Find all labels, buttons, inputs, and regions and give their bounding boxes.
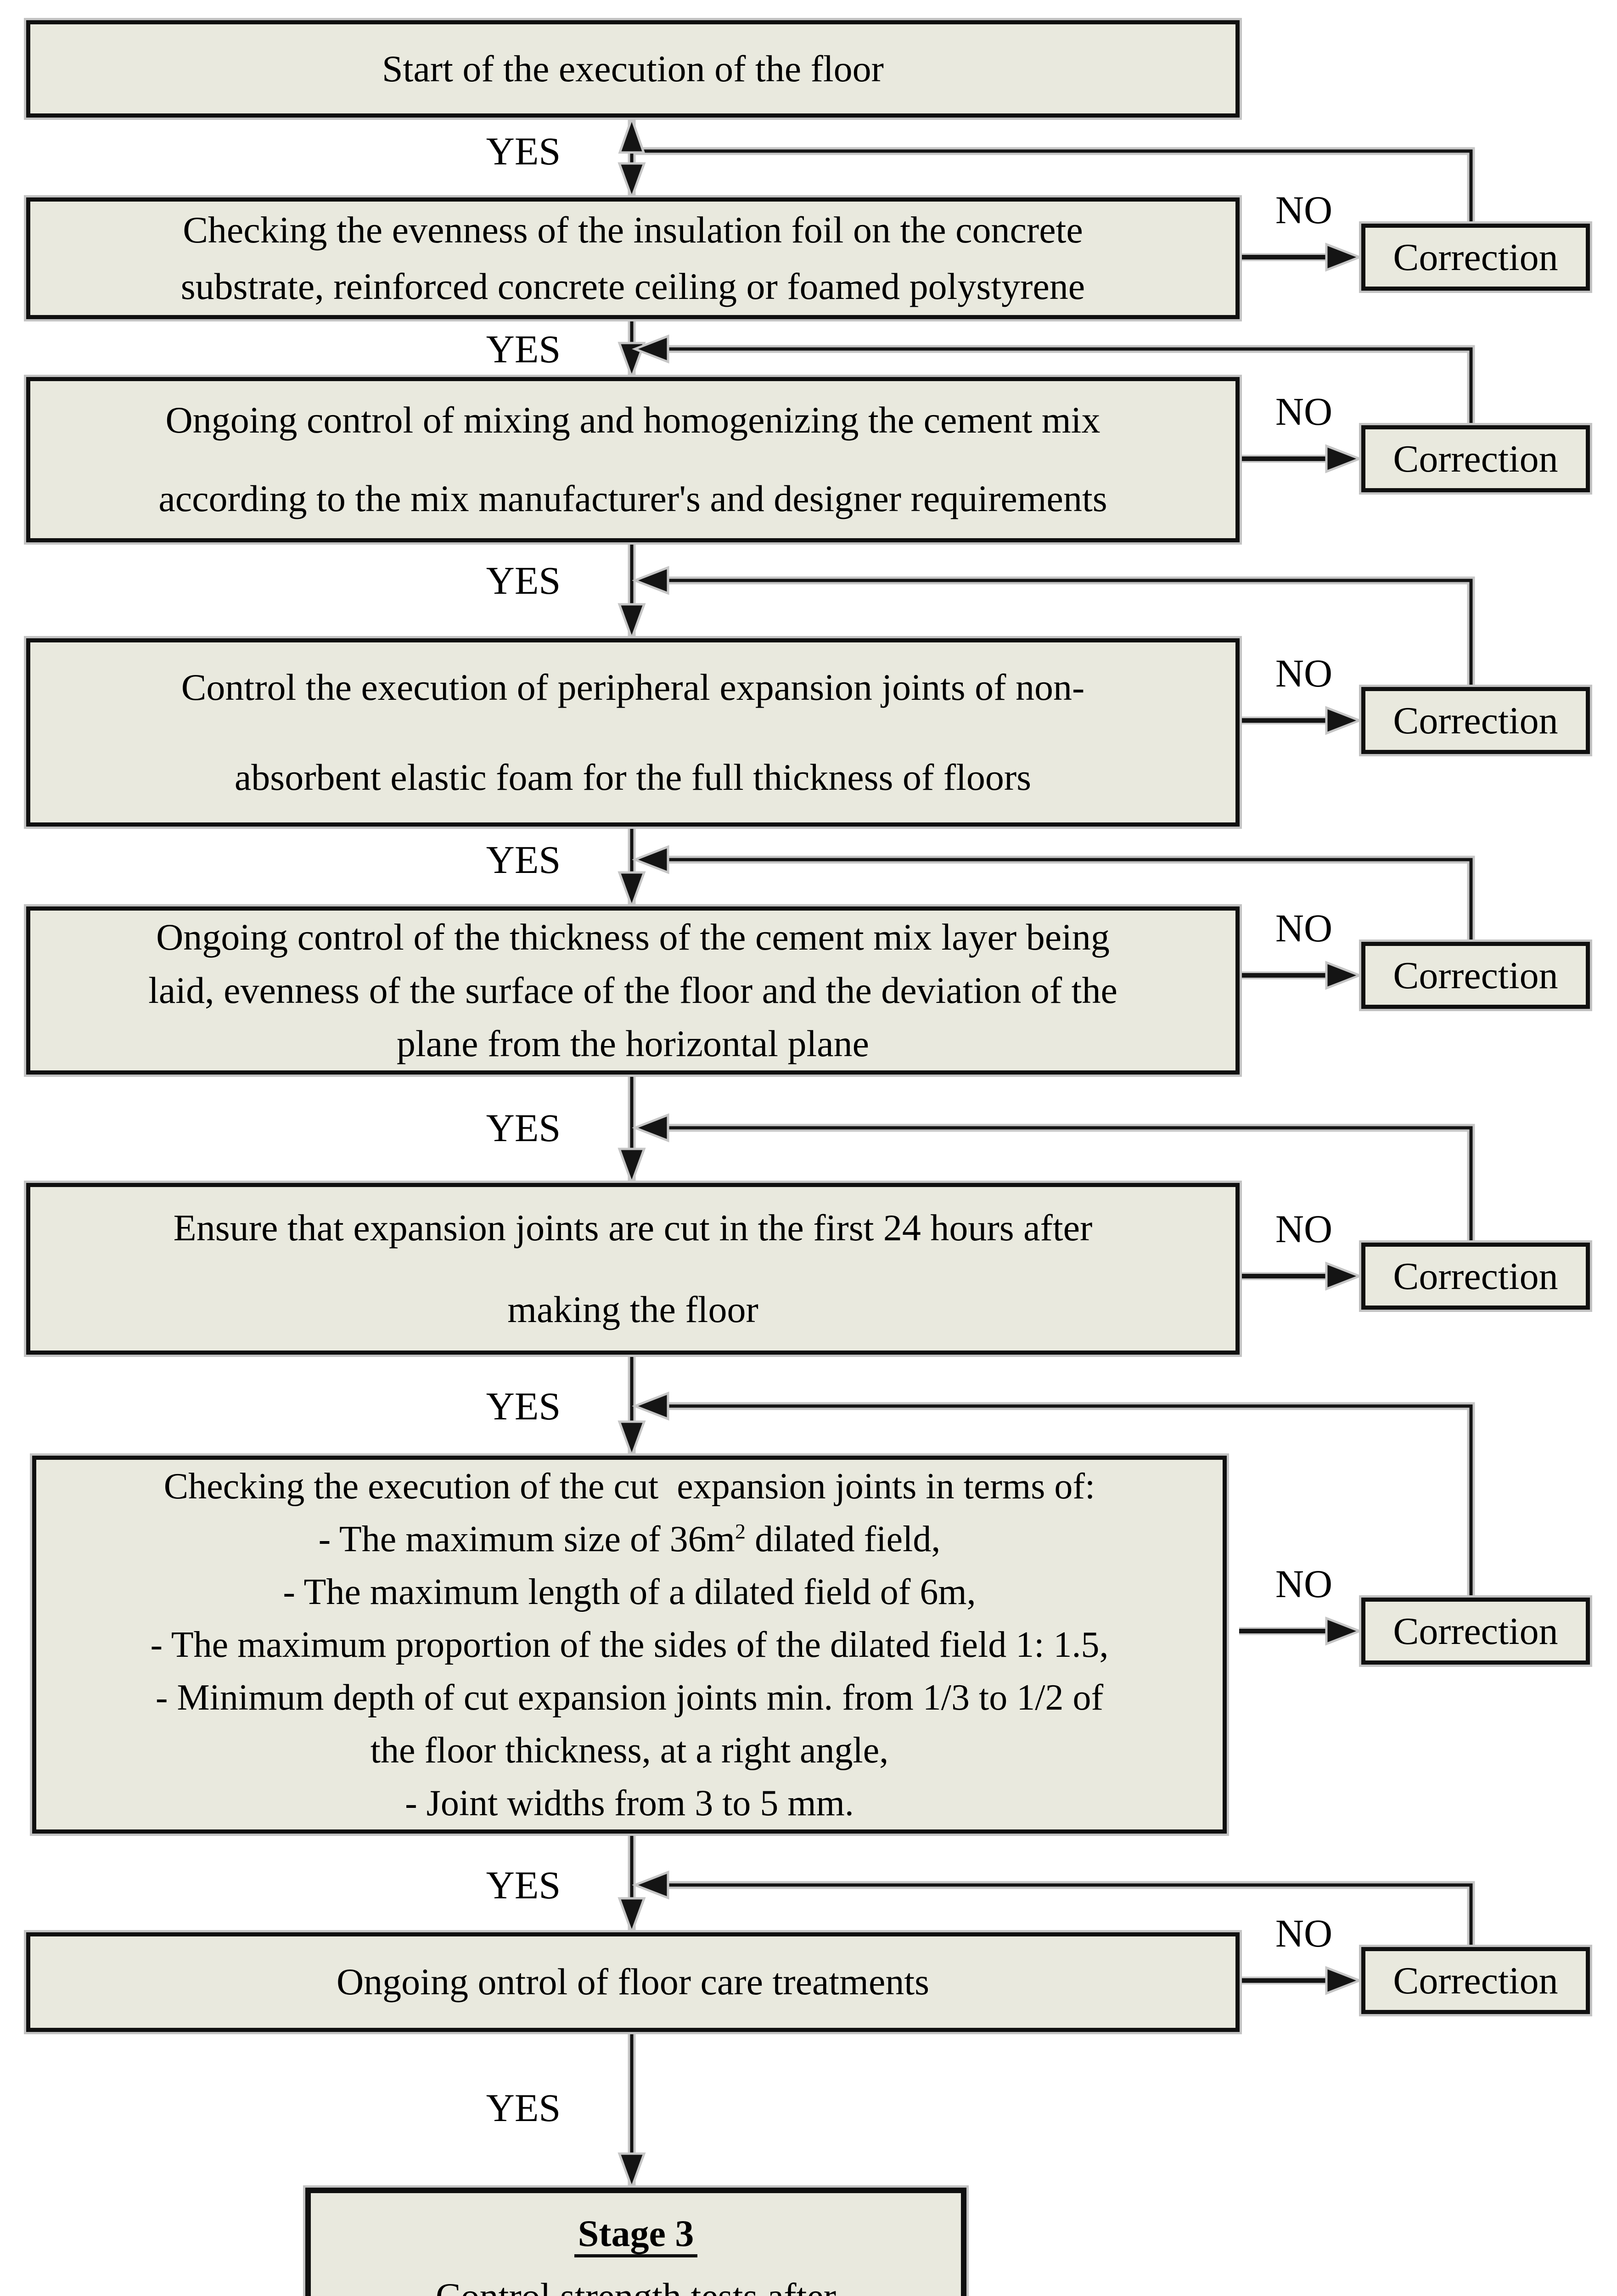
start-node: Start of the execution of the floor	[24, 18, 1242, 120]
step-node-insulation-check: Checking the evenness of the insulation …	[24, 195, 1242, 321]
step-node-expansion-cut-24h: Ensure that expansion joints are cut in …	[24, 1181, 1242, 1357]
yes-label: YES	[486, 1863, 561, 1907]
yes-label: YES	[486, 2086, 561, 2130]
correction-label: Correction	[1393, 1959, 1558, 2002]
correction-node: Correction	[1359, 423, 1592, 495]
superscript-2: 2	[735, 1519, 746, 1543]
step-node-thickness-control: Ongoing control of the thickness of the …	[24, 904, 1242, 1077]
correction-node: Correction	[1359, 940, 1592, 1011]
yes-label: YES	[486, 1384, 561, 1428]
step-text: Ongoing ontrol of floor care treatments	[336, 1961, 930, 2003]
correction-label: Correction	[1393, 1255, 1558, 1298]
no-label: NO	[1275, 1207, 1333, 1251]
no-label: NO	[1275, 906, 1333, 950]
correction-node: Correction	[1359, 685, 1592, 756]
no-label: NO	[1275, 1562, 1333, 1606]
correction-label: Correction	[1393, 1609, 1558, 1653]
correction-label: Correction	[1393, 437, 1558, 480]
end-node-stage3: Stage 3 Control strength tests after fin…	[303, 2185, 969, 2296]
step-text: the floor thickness, at a right angle,	[370, 1730, 889, 1771]
correction-node: Correction	[1359, 1945, 1592, 2016]
step-text: - The maximum length of a dilated field …	[283, 1571, 976, 1612]
step-text: substrate, reinforced concrete ceiling o…	[180, 265, 1085, 307]
start-text: Start of the execution of the floor	[382, 47, 884, 90]
step-text: according to the mix manufacturer's and …	[158, 478, 1107, 520]
correction-node: Correction	[1359, 1595, 1592, 1667]
step-node-floor-care: Ongoing ontrol of floor care treatments	[24, 1930, 1242, 2034]
no-label: NO	[1275, 651, 1333, 695]
step-text: making the floor	[507, 1288, 758, 1330]
no-label: NO	[1275, 1911, 1333, 1955]
correction-node: Correction	[1359, 221, 1592, 293]
correction-label: Correction	[1393, 954, 1558, 997]
no-label: NO	[1275, 389, 1333, 433]
step-text: Control the execution of peripheral expa…	[181, 666, 1085, 708]
no-label: NO	[1275, 188, 1333, 232]
yes-label: YES	[486, 129, 561, 173]
stage-text: Control strength tests after	[436, 2268, 836, 2296]
step-text: Ensure that expansion joints are cut in …	[173, 1206, 1093, 1249]
yes-label: YES	[486, 838, 561, 882]
step-text: Checking the execution of the cut expans…	[163, 1466, 1095, 1507]
stage-title: Stage 3	[574, 2212, 698, 2257]
step-text: - Joint widths from 3 to 5 mm.	[405, 1783, 854, 1823]
step-node-joints-checklist: Checking the execution of the cut expans…	[30, 1453, 1229, 1836]
step-text: Checking the evenness of the insulation …	[183, 208, 1083, 251]
step-text: absorbent elastic foam for the full thic…	[234, 756, 1032, 798]
correction-node: Correction	[1359, 1240, 1592, 1312]
step-node-mixing-control: Ongoing control of mixing and homogenizi…	[24, 375, 1242, 545]
correction-label: Correction	[1393, 236, 1558, 279]
step-text: - Minimum depth of cut expansion joints …	[155, 1677, 1104, 1718]
yes-label: YES	[486, 558, 561, 602]
step-text: Ongoing control of the thickness of the …	[156, 916, 1110, 958]
step-text: laid, evenness of the surface of the flo…	[148, 969, 1117, 1011]
step-text: Ongoing control of mixing and homogenizi…	[165, 399, 1100, 441]
step-text: - The maximum size of 36m2 dilated field…	[318, 1519, 941, 1559]
yes-label: YES	[486, 327, 561, 371]
correction-label: Correction	[1393, 699, 1558, 742]
step-text: plane from the horizontal plane	[396, 1022, 870, 1064]
yes-label: YES	[486, 1106, 561, 1150]
step-text: - The maximum proportion of the sides of…	[150, 1624, 1109, 1665]
step-node-peripheral-joints: Control the execution of peripheral expa…	[24, 636, 1242, 829]
